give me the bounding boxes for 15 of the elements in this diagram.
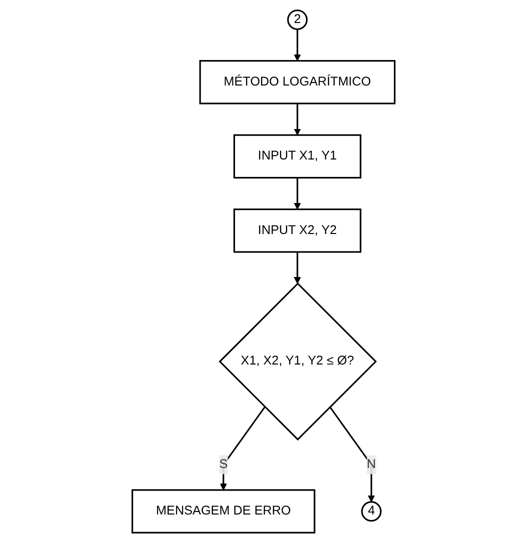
- node-box: INPUT X2, Y2: [234, 208, 362, 252]
- node-box: INPUT X1, Y1: [234, 134, 362, 178]
- edge-label: S: [220, 457, 228, 471]
- node-box: MÉTODO LOGARÍTMICO: [200, 60, 396, 104]
- arrow: [294, 28, 302, 61]
- edge-label: N: [367, 457, 376, 471]
- node-diamond: X1, X2, Y1, Y2 ≤ Ø?: [219, 282, 378, 440]
- arrow: [294, 251, 302, 284]
- node-circle: 2: [288, 9, 308, 30]
- arrow: [220, 406, 266, 490]
- arrow: [294, 102, 302, 135]
- node-box: MENSAGEM DE ERRO: [132, 488, 316, 533]
- arrow: [330, 406, 376, 502]
- node-circle: 4: [362, 500, 382, 522]
- arrow: [294, 177, 302, 210]
